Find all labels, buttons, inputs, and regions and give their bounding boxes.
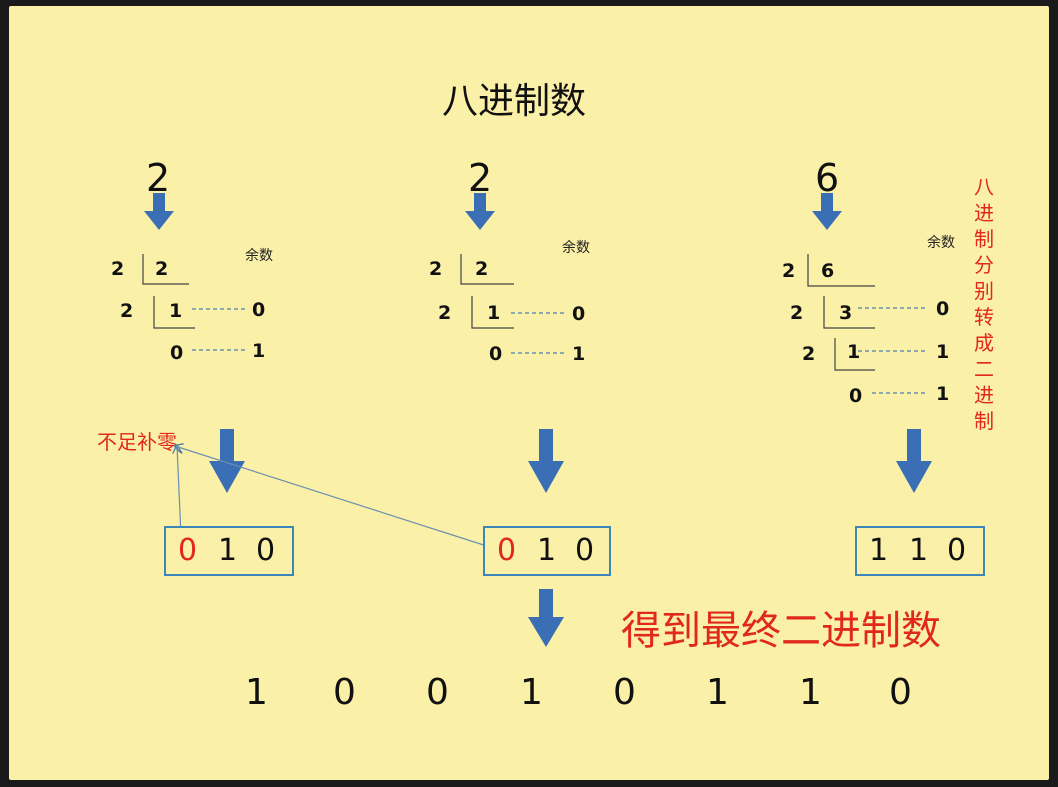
binary-digit: 1 bbox=[909, 533, 929, 568]
final-bit: 0 bbox=[333, 672, 356, 713]
final-bit: 0 bbox=[889, 672, 912, 713]
division-bracket bbox=[460, 254, 514, 329]
quotient: 1 bbox=[487, 302, 501, 324]
remainder-leader bbox=[192, 307, 927, 394]
quotient: 2 bbox=[155, 258, 169, 280]
remainder: 0 bbox=[252, 299, 266, 321]
divisor: 2 bbox=[438, 302, 452, 324]
quotient: 6 bbox=[821, 260, 835, 282]
quotient: 3 bbox=[839, 302, 853, 324]
binary-digit: 0 bbox=[497, 533, 517, 568]
binary-digit: 0 bbox=[575, 533, 595, 568]
octal-digit-1: 2 bbox=[146, 156, 171, 200]
remainder: 1 bbox=[252, 340, 266, 362]
page-title: 八进制数 bbox=[442, 81, 587, 122]
binary-digit: 1 bbox=[869, 533, 889, 568]
quotient: 0 bbox=[489, 343, 503, 365]
pad-zero-note: 不足补零 bbox=[97, 430, 177, 454]
binary-box-3: 1 1 0 bbox=[855, 526, 985, 576]
divisor: 2 bbox=[802, 343, 816, 365]
remainder: 1 bbox=[936, 383, 950, 405]
quotient: 1 bbox=[847, 341, 861, 363]
final-bit: 1 bbox=[799, 672, 822, 713]
octal-digit-2: 2 bbox=[468, 156, 493, 200]
final-bit: 0 bbox=[426, 672, 449, 713]
quotient: 0 bbox=[170, 342, 184, 364]
quotient: 2 bbox=[475, 258, 489, 280]
remainder: 0 bbox=[572, 303, 586, 325]
division-bracket bbox=[142, 254, 195, 329]
slide: 八进制数 2 2 6 bbox=[9, 6, 1049, 780]
final-bit: 0 bbox=[613, 672, 636, 713]
remainder: 0 bbox=[936, 298, 950, 320]
final-bit: 1 bbox=[245, 672, 268, 713]
down-arrow-icon bbox=[144, 193, 842, 230]
binary-box-2: 0 1 0 bbox=[483, 526, 611, 576]
binary-box-1: 0 1 0 bbox=[164, 526, 294, 576]
pad-zero-pointer bbox=[175, 446, 494, 549]
divisor: 2 bbox=[790, 302, 804, 324]
final-bit: 1 bbox=[706, 672, 729, 713]
divisor: 2 bbox=[782, 260, 796, 282]
final-bit: 1 bbox=[520, 672, 543, 713]
divisor: 2 bbox=[120, 300, 134, 322]
octal-digit-3: 6 bbox=[815, 156, 840, 200]
quotient: 1 bbox=[169, 300, 183, 322]
divisor: 2 bbox=[429, 258, 443, 280]
binary-digit: 1 bbox=[537, 533, 557, 568]
binary-digit: 0 bbox=[178, 533, 198, 568]
binary-digit: 0 bbox=[256, 533, 276, 568]
divisor: 2 bbox=[111, 258, 125, 280]
remainder-label: 余数 bbox=[562, 240, 590, 256]
result-label: 得到最终二进制数 bbox=[621, 608, 941, 654]
remainder-label: 余数 bbox=[245, 248, 273, 264]
binary-digit: 0 bbox=[947, 533, 967, 568]
remainder: 1 bbox=[572, 343, 586, 365]
quotient: 0 bbox=[849, 385, 863, 407]
diagram-graphics bbox=[142, 193, 932, 647]
remainder: 1 bbox=[936, 341, 950, 363]
remainder-label: 余数 bbox=[927, 235, 955, 251]
division-bracket bbox=[807, 254, 875, 371]
side-note: 八进制分别转成二进制 bbox=[974, 175, 994, 433]
large-down-arrow-icon bbox=[209, 429, 932, 647]
binary-digit: 1 bbox=[218, 533, 238, 568]
